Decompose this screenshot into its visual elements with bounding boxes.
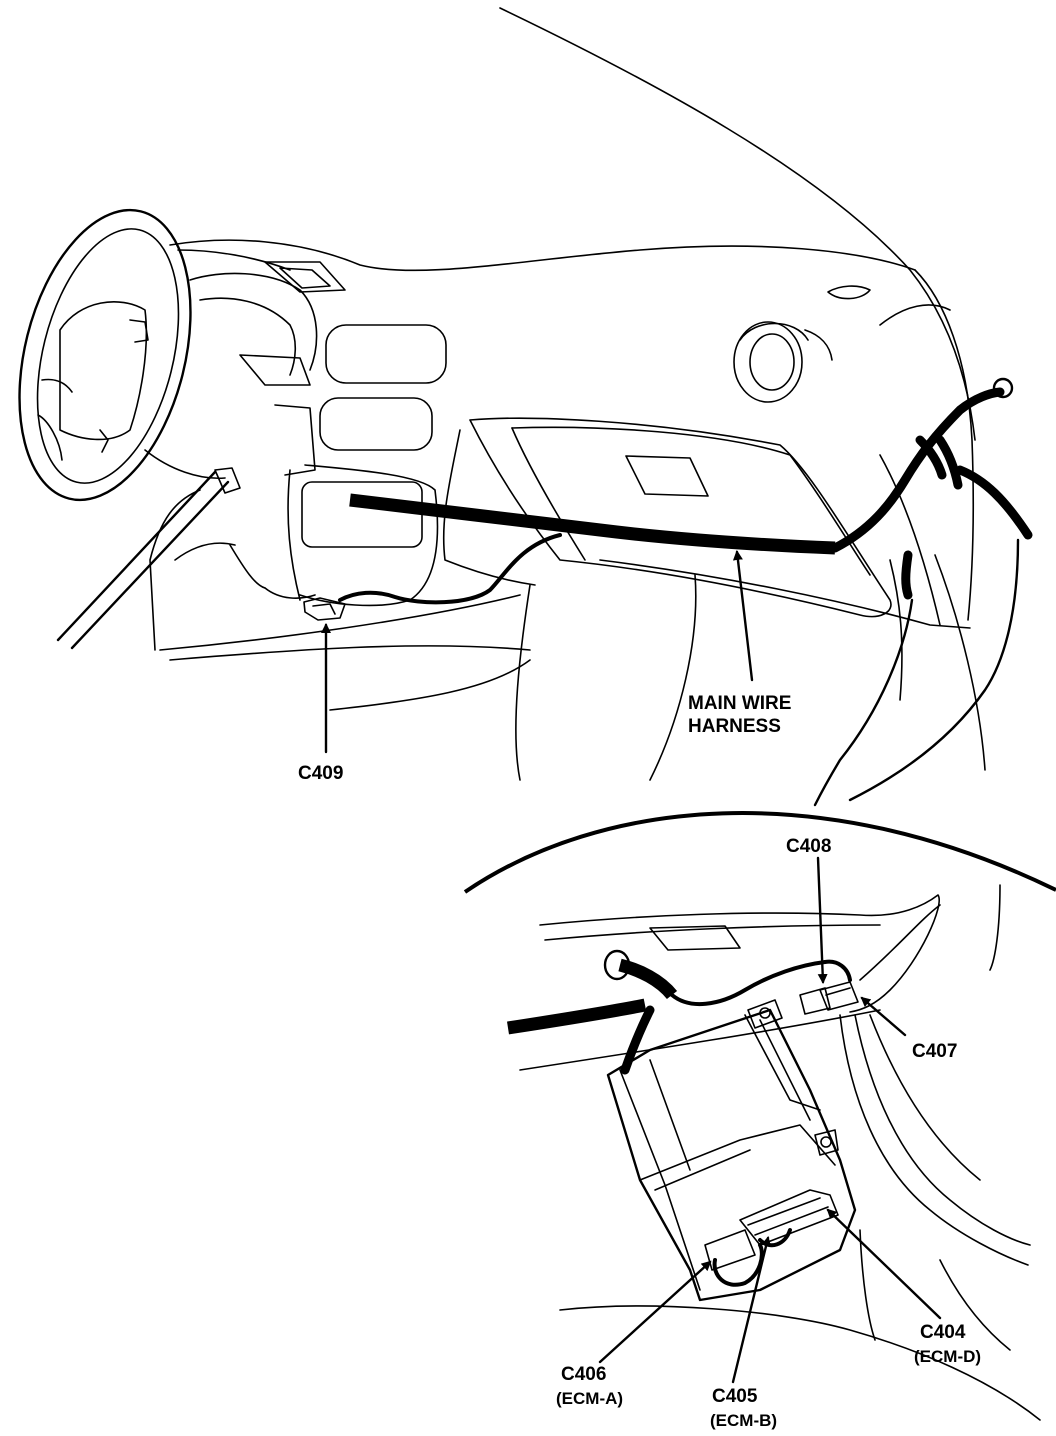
arrow-c406: [598, 1260, 712, 1364]
label-c406: C406: [561, 1364, 606, 1385]
arrow-c408: [816, 856, 828, 984]
dashboard-illustration: [56, 7, 986, 781]
label-c407: C407: [912, 1041, 957, 1062]
label-c406-sub: (ECM-A): [556, 1389, 623, 1408]
main-wire-harness-upper: [303, 377, 1033, 807]
label-c405: C405: [712, 1386, 758, 1407]
label-c405-sub: (ECM-B): [710, 1411, 777, 1430]
arrow-c405: [731, 1236, 771, 1384]
label-c404-sub: (ECM-D): [914, 1347, 981, 1366]
label-c409: C409: [298, 763, 343, 784]
callout-arrows: [321, 550, 942, 1384]
label-c404: C404: [920, 1322, 966, 1343]
callout-labels: MAIN WIRE HARNESS C409 C408 C407 C404 (E…: [298, 693, 981, 1430]
ecm-zoom-illustration: [463, 811, 1056, 1421]
steering-wheel-illustration: [18, 208, 192, 502]
arrow-main-wire-harness: [732, 550, 754, 682]
arrow-c404: [826, 1208, 942, 1320]
label-c408: C408: [786, 836, 831, 857]
label-main-wire-harness-line1: MAIN WIRE: [688, 693, 791, 714]
arrow-c407: [860, 996, 907, 1037]
label-main-wire-harness-line2: HARNESS: [688, 716, 781, 737]
